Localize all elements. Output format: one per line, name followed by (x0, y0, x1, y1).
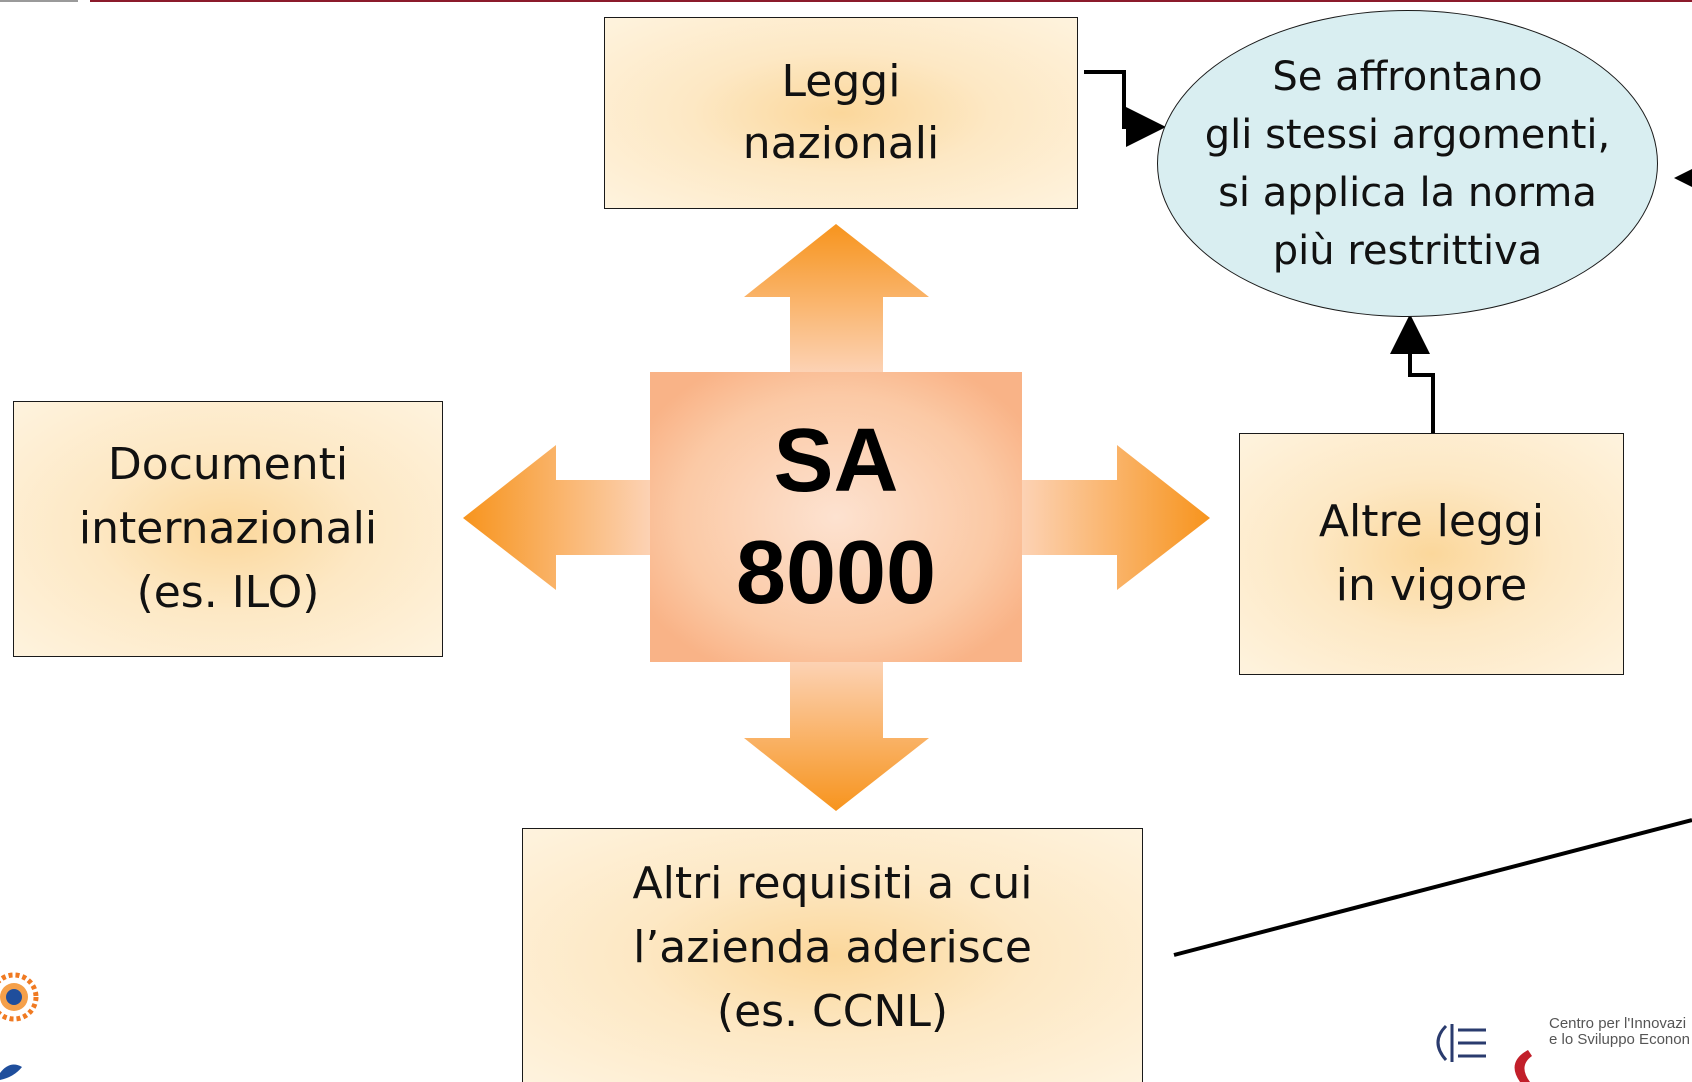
crescent-logo-icon (1514, 1050, 1532, 1082)
partner-logo-right (1436, 1024, 1532, 1082)
logo-caption: Centro per l'Innovazi e lo Sviluppo Econ… (1549, 1016, 1690, 1048)
center-label-sa8000: SA 8000 (735, 411, 937, 623)
cise-logo-icon (1436, 1024, 1486, 1062)
box-leggi-nazionali: Leggi nazionali (604, 17, 1078, 209)
ellipse-norma-restrittiva: Se affrontano gli stessi argomenti, si a… (1157, 10, 1658, 317)
header-rule-left (0, 0, 78, 2)
partner-logo-left (0, 972, 39, 1080)
arrow-right (1022, 445, 1210, 590)
arrow-left (463, 445, 650, 590)
center-square (650, 372, 1022, 662)
connector-bottom-diagonal (1173, 818, 1692, 957)
box-altre-leggi: Altre leggi in vigore (1239, 433, 1624, 675)
arrow-up (744, 224, 929, 372)
four-way-arrow (463, 224, 1210, 811)
connector-top-to-ellipse (1084, 70, 1166, 147)
connector-right-to-ellipse (1390, 314, 1435, 433)
box-documenti-internazionali: Documenti internazionali (es. ILO) (13, 401, 443, 657)
box-altri-requisiti: Altri requisiti a cui l’azienda aderisce… (522, 828, 1143, 1082)
arrow-down (744, 662, 929, 811)
sun-logo-icon (0, 972, 39, 1022)
logo-swoosh-icon (0, 1064, 22, 1080)
header-rule (90, 0, 1692, 2)
